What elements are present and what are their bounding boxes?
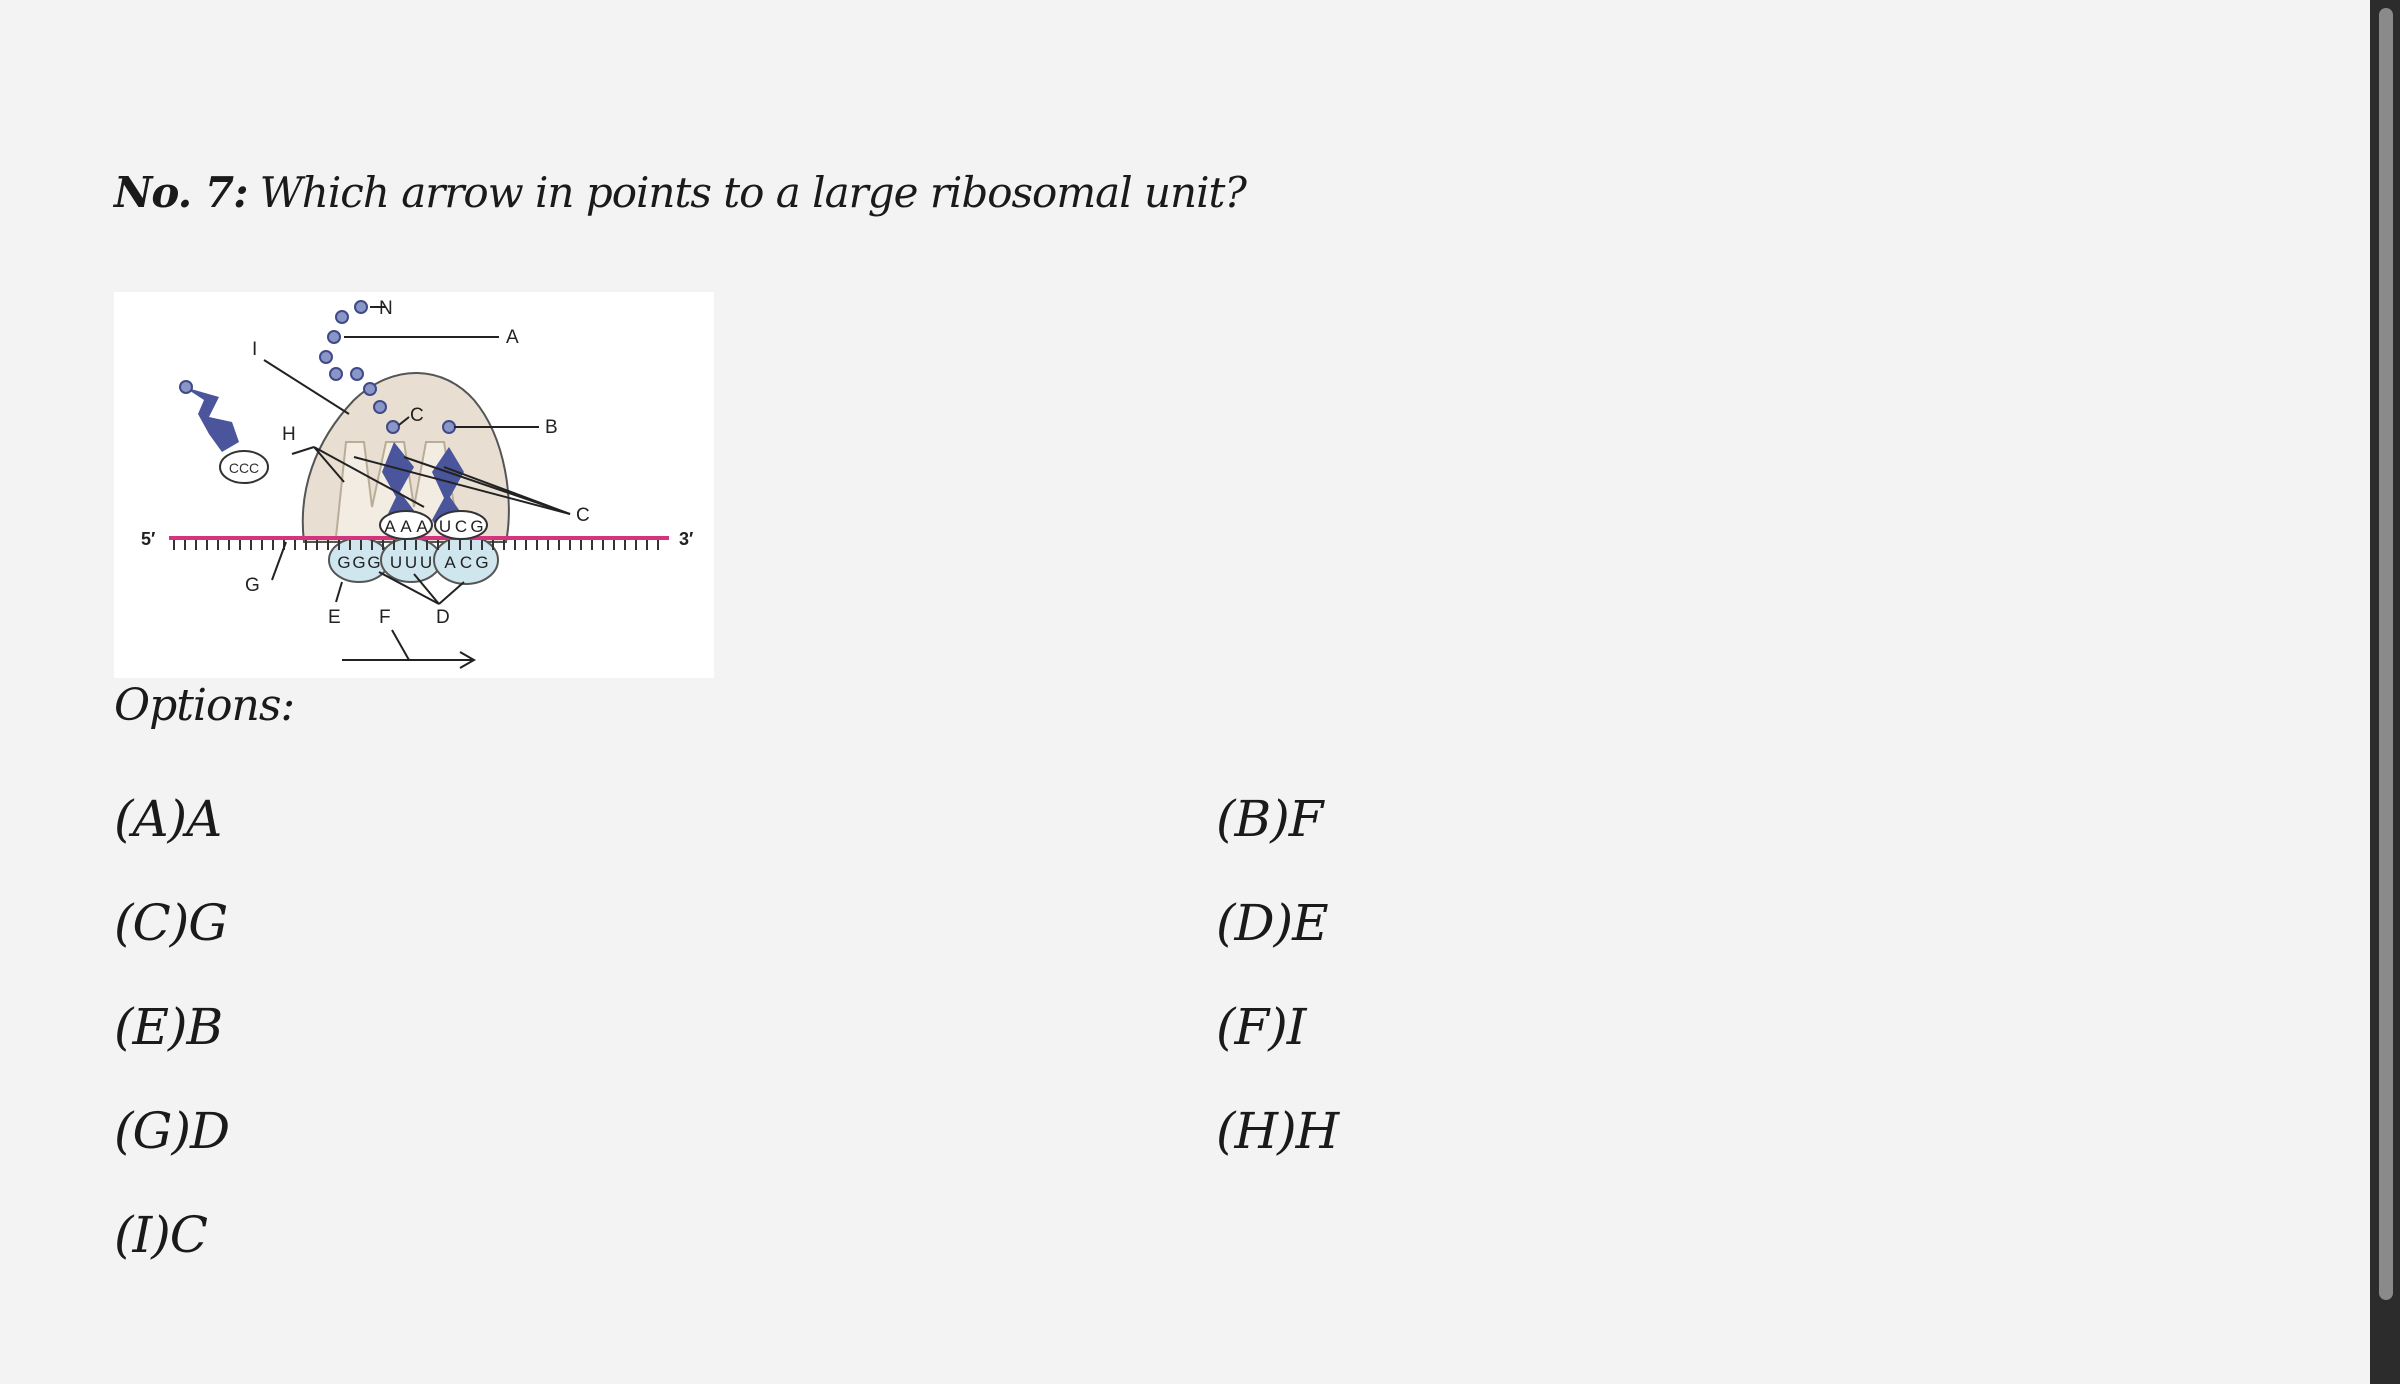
codon-base: U	[405, 553, 417, 572]
label-C-right: C	[576, 505, 590, 526]
option-value: G	[188, 894, 228, 952]
option-label: (D)	[1216, 894, 1293, 952]
label-5-prime: 5′	[141, 529, 155, 549]
label-D: D	[436, 607, 450, 628]
leader-lines	[263, 306, 571, 669]
codon-base: G	[475, 553, 488, 572]
polypeptide-chain	[179, 300, 456, 434]
option-label: (A)	[114, 790, 187, 848]
option-value: F	[1288, 790, 1324, 848]
question-body: Which arrow in points to a large ribosom…	[259, 168, 1247, 217]
codon-base: A	[444, 553, 456, 572]
anticodon-base: C	[455, 517, 467, 536]
trna-exit-end	[219, 450, 269, 484]
anticodon-base: G	[470, 517, 483, 536]
option-value: A	[186, 790, 222, 848]
option-g[interactable]: (G)D	[114, 1102, 230, 1160]
anticodon-base: A	[384, 517, 396, 536]
option-a[interactable]: (A)A	[114, 790, 222, 848]
option-value: C	[169, 1206, 208, 1264]
question-text: No. 7:Which arrow in points to a large r…	[114, 168, 1247, 217]
label-C-top: C	[410, 405, 424, 426]
label-E: E	[328, 607, 341, 628]
label-H: H	[282, 424, 296, 445]
vertical-scrollbar[interactable]	[2370, 0, 2400, 1384]
anticodon-base: A	[416, 517, 428, 536]
scrollbar-thumb[interactable]	[2379, 8, 2393, 1300]
mrna-ticks	[173, 540, 659, 550]
option-value: I	[1286, 998, 1307, 1056]
codon-base: U	[420, 553, 432, 572]
option-value: H	[1295, 1102, 1340, 1160]
option-value: D	[189, 1102, 230, 1160]
label-N: N	[379, 298, 393, 319]
option-label: (I)	[114, 1206, 171, 1264]
option-value: E	[1292, 894, 1328, 952]
question-number: No. 7:	[114, 168, 249, 217]
label-3-prime: 3′	[679, 529, 693, 549]
codon-base: G	[337, 553, 350, 572]
option-c[interactable]: (C)G	[114, 894, 228, 952]
codon-base: U	[390, 553, 402, 572]
label-B: B	[545, 417, 558, 438]
label-I: I	[252, 339, 257, 360]
anticodon-base: A	[400, 517, 412, 536]
option-i[interactable]: (I)C	[114, 1206, 208, 1264]
option-label: (G)	[114, 1102, 191, 1160]
option-label: (C)	[114, 894, 189, 952]
options-heading: Options:	[114, 680, 295, 731]
anticodon-1	[379, 510, 433, 540]
label-G: G	[245, 575, 260, 596]
option-d[interactable]: (D)E	[1216, 894, 1329, 952]
option-label: (B)	[1216, 790, 1290, 848]
codon-base: G	[352, 553, 365, 572]
anticodon-base: U	[439, 517, 451, 536]
option-h[interactable]: (H)H	[1216, 1102, 1340, 1160]
trna-exiting	[184, 387, 239, 452]
option-label: (H)	[1216, 1102, 1297, 1160]
codon-base: G	[367, 553, 380, 572]
label-A: A	[506, 327, 519, 348]
codon-base: C	[460, 553, 472, 572]
option-label: (F)	[1216, 998, 1288, 1056]
option-label: (E)	[114, 998, 188, 1056]
label-F: F	[379, 607, 391, 628]
option-e[interactable]: (E)B	[114, 998, 224, 1056]
option-f[interactable]: (F)I	[1216, 998, 1307, 1056]
trna-3-end-label: CCC	[229, 460, 259, 476]
anticodon-2	[434, 510, 488, 540]
option-value: B	[186, 998, 224, 1056]
option-b[interactable]: (B)F	[1216, 790, 1324, 848]
